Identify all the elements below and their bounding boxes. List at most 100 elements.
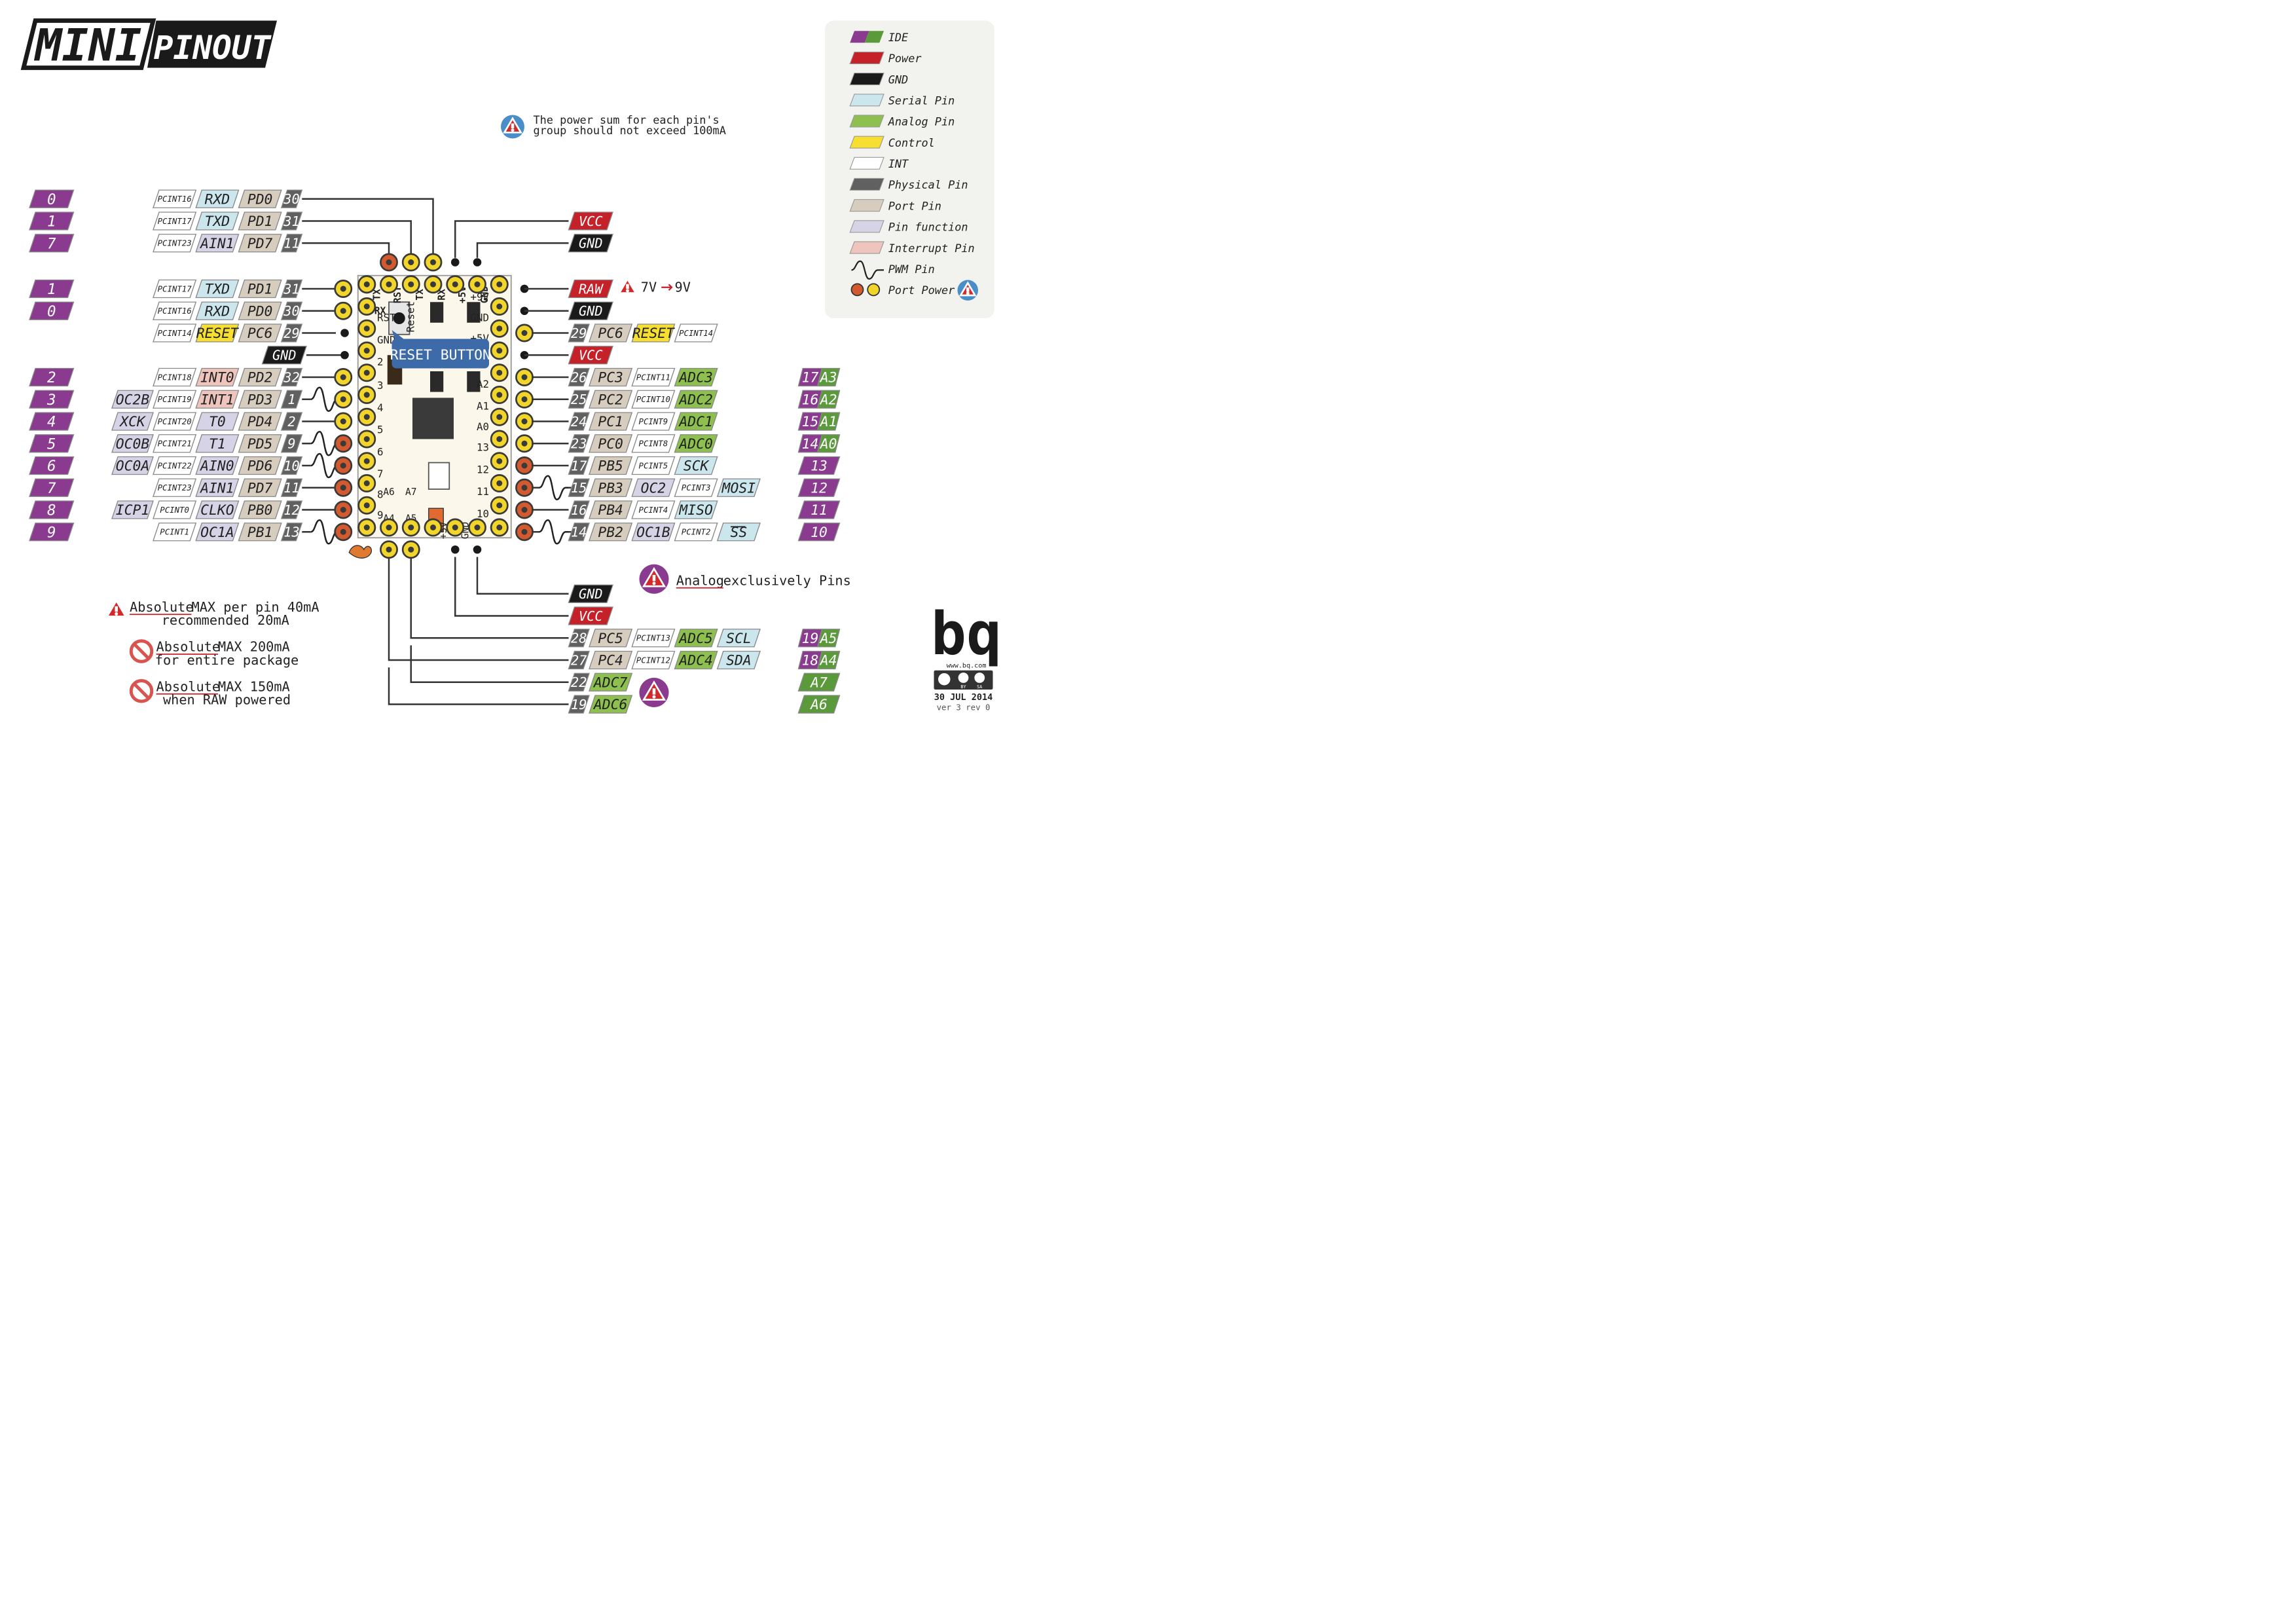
left-ide-tag-text: 3	[46, 392, 56, 409]
board-bottom-pad	[401, 518, 420, 537]
left-pcint-tag-shape	[153, 456, 197, 475]
legend-label: Analog Pin	[888, 115, 955, 128]
board-left-label: RST	[377, 312, 396, 324]
raw-warning-icon	[617, 277, 638, 294]
legend-swatch-analog	[864, 31, 884, 43]
right-row-pad	[515, 368, 534, 386]
bottom-dot-gnd	[473, 545, 482, 554]
right-function-tag: OC1B	[631, 523, 676, 542]
left-port-tag-shape	[238, 212, 282, 231]
right-pcint-tag: PCINT14	[674, 323, 718, 342]
left-function-tag: RESET	[195, 323, 240, 342]
pad-hole	[363, 502, 370, 509]
pad-hole	[496, 369, 503, 376]
left-port-tag-text: PD5	[247, 436, 273, 452]
pad-hole	[496, 325, 503, 332]
right-function-tag-shape	[674, 390, 718, 409]
left-function-tag-shape	[195, 301, 240, 320]
bottom-pcint-tag: PCINT13	[631, 629, 676, 648]
pad-hole	[496, 392, 503, 398]
right-port-tag: PC1	[589, 412, 633, 431]
left-physical-tag-shape	[280, 456, 303, 475]
board-top-label: RX	[437, 289, 448, 301]
bottom-physical-tag-text: 22	[571, 674, 587, 690]
power-note-line2: group should not exceed 100mA	[534, 124, 726, 137]
pad-hole	[408, 546, 414, 553]
bottom-wire-gnd	[476, 557, 569, 595]
right-power-tag-text: RAW	[579, 281, 604, 297]
bottom-ide-num-tag: 18	[797, 650, 823, 670]
left-extra-tag-shape	[111, 412, 154, 431]
pad-hole	[363, 458, 370, 464]
left-ide-tag: 7	[29, 478, 75, 497]
right-ide-analog-tag: A3	[816, 367, 841, 387]
top-vcc-tag-shape	[568, 212, 613, 231]
legend-swatch-pwm	[851, 260, 884, 280]
right-row-pad	[515, 478, 534, 497]
right-function-tag-text: SCK	[683, 458, 710, 475]
pad-hole	[496, 436, 503, 442]
right-port-tag: PC2	[589, 390, 633, 409]
bottom-physical-tag-shape	[568, 629, 590, 648]
right-port-tag: PB3	[589, 478, 633, 497]
right-function-tag-text: ADC2	[678, 392, 712, 408]
left-pcint-tag-shape	[153, 212, 197, 231]
right-physical-tag-text: 17	[571, 458, 587, 473]
board-smd-part	[467, 371, 481, 392]
board-right-pad	[490, 452, 509, 471]
left-ide-tag: 5	[29, 434, 75, 453]
left-physical-tag-text: 30	[283, 303, 299, 319]
reset-button-callout: RESET BUTTON	[390, 347, 491, 363]
board-left-pad	[357, 363, 376, 382]
bottom-serial-tag-shape	[716, 650, 761, 670]
board-bottom-pad	[380, 518, 398, 537]
left-function-tag-text: INT1	[200, 392, 234, 408]
right-pcint-tag-text: PCINT4	[639, 506, 668, 515]
left-ide-tag-shape	[29, 523, 75, 542]
raw-range-arrow	[661, 284, 673, 291]
board-right-label: A0	[477, 420, 489, 433]
left-pcint-tag: PCINT23	[153, 234, 197, 253]
analog-note-rest: exclusively Pins	[723, 572, 851, 588]
left-extra-tag-text: ICP1	[116, 502, 149, 519]
board-bottom-pad	[357, 518, 376, 537]
pad-hole	[430, 259, 436, 265]
left-physical-tag: 30	[280, 189, 303, 208]
board-right-pad	[490, 275, 509, 294]
right-physical-tag: 14	[568, 523, 590, 542]
arduino-mini-board: TXRSTTXRX+5VGNDRXReset+9VGND+5VA3A2A1A01…	[357, 274, 512, 539]
right-physical-tag-shape	[568, 500, 590, 519]
left-ide-tag-shape	[29, 279, 75, 299]
pad-hole	[496, 458, 503, 464]
title-mini-box	[20, 18, 156, 70]
right-port-tag-text: PB2	[598, 525, 623, 541]
pad-hole	[340, 528, 346, 535]
left-physical-tag: 12	[280, 500, 303, 519]
board-right-pad	[490, 430, 509, 449]
left-physical-tag-shape	[280, 390, 303, 409]
right-physical-tag-shape	[568, 478, 590, 497]
pad-dot	[473, 545, 482, 554]
right-power-tag-shape	[568, 279, 613, 299]
left-physical-tag-text: 2	[287, 414, 295, 430]
left-function-tag-text: T1	[209, 436, 226, 452]
right-function-tag: ADC0	[674, 434, 718, 453]
pad-hole	[363, 525, 370, 530]
board-left-pad	[357, 452, 376, 471]
board-top-pad	[401, 275, 420, 294]
right-ide-analog-tag-shape	[816, 367, 841, 387]
legend-label: Pin function	[888, 221, 968, 234]
right-ide-analog-tag-text: A2	[819, 392, 837, 408]
left-port-tag: PD5	[238, 434, 282, 453]
right-physical-tag-shape	[568, 523, 590, 542]
bottom-function-tag: ADC5	[674, 629, 718, 648]
left-extra-tag-shape	[111, 500, 154, 519]
left-physical-tag-text: 12	[283, 502, 299, 518]
board-left-pad	[357, 319, 376, 338]
right-physical-tag-shape	[568, 412, 590, 431]
right-pcint-tag-shape	[631, 434, 676, 453]
right-ide-num-tag-text: 15	[802, 414, 819, 430]
left-physical-tag: 29	[280, 323, 303, 342]
board-left-label: 5	[377, 424, 383, 436]
